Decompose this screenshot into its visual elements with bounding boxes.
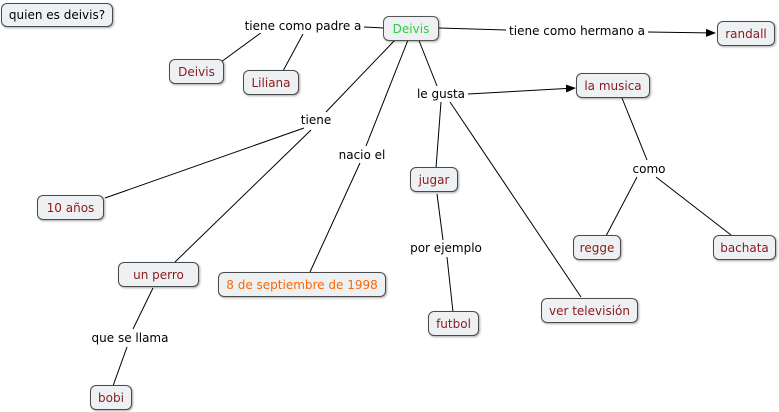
concept-node-jugar[interactable]: jugar: [410, 167, 458, 192]
link-gusta-jugar: [435, 101, 442, 169]
concept-node-deivis-father[interactable]: Deivis: [169, 59, 224, 84]
link-root-nacio: [365, 39, 409, 147]
link-como-regge: [605, 176, 638, 237]
link-label-ejemplo: por ejemplo: [408, 241, 484, 255]
concept-node-perro[interactable]: un perro: [118, 262, 199, 287]
link-nacio-fecha: [309, 162, 361, 273]
link-label-hermano: tiene como hermano a: [507, 24, 647, 38]
link-root-hermano: [438, 27, 507, 31]
link-gusta-tv: [449, 101, 582, 298]
link-label-gusta: le gusta: [414, 87, 468, 101]
link-gusta-musica: [467, 84, 576, 95]
concept-node-bobi[interactable]: bobi: [90, 385, 132, 410]
link-root-padre: [363, 26, 385, 29]
concept-node-tv[interactable]: ver televisión: [541, 298, 638, 323]
link-label-padre: tiene como padre a: [242, 19, 364, 33]
link-label-llama: que se llama: [89, 331, 171, 345]
concept-node-edad[interactable]: 10 años: [37, 195, 104, 220]
concept-node-bachata[interactable]: bachata: [713, 235, 776, 260]
concept-node-regge[interactable]: regge: [573, 235, 621, 260]
concept-node-musica[interactable]: la musica: [576, 73, 650, 98]
link-padre-deivis: [220, 31, 263, 63]
link-como-bachata: [655, 176, 732, 236]
concept-node-deivis-root[interactable]: Deivis: [383, 16, 439, 41]
link-musica-como: [621, 97, 648, 161]
link-ejemplo-futbol: [446, 256, 454, 313]
link-llama-bobi: [112, 346, 128, 387]
link-jugar-ejemplo: [436, 193, 444, 241]
link-root-tiene: [325, 39, 396, 113]
link-tiene-edad: [104, 127, 305, 199]
link-hermano-randall: [647, 28, 716, 37]
link-root-gusta: [417, 37, 438, 87]
link-label-tiene: tiene: [298, 113, 334, 127]
link-perro-llama: [132, 287, 154, 330]
link-label-nacio: nacio el: [336, 148, 388, 162]
concept-node-fecha[interactable]: 8 de septiembre de 1998: [218, 272, 386, 297]
concept-node-randall[interactable]: randall: [717, 21, 775, 46]
link-tiene-perro: [174, 129, 312, 263]
link-label-como: como: [630, 162, 668, 176]
concept-node-liliana[interactable]: Liliana: [243, 70, 299, 95]
map-title-node[interactable]: quien es deivis?: [1, 3, 113, 27]
concept-node-futbol[interactable]: futbol: [428, 311, 479, 336]
link-padre-liliana: [282, 33, 304, 72]
